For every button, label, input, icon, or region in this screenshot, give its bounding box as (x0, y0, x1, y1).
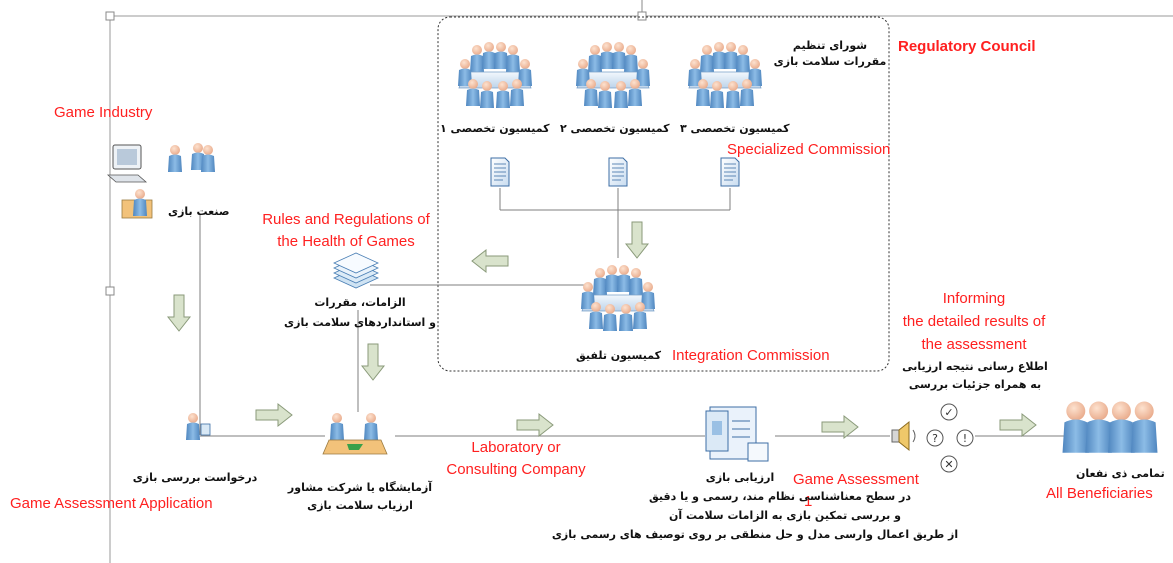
rules-fa-line2: و استانداردهای سلامت بازی (284, 316, 436, 329)
all-beneficiaries-label: All Beneficiaries (1046, 485, 1153, 502)
lab-label-line2: Consulting Company (446, 461, 586, 478)
specialized-commission-label: Specialized Commission (727, 141, 891, 158)
lab-fa-line1: آزمایشگاه یا شرکت مشاور (287, 481, 433, 494)
commission-1-fa-label: کمیسیون تخصصی ۱ (440, 122, 550, 135)
assessment-fa-line1: ارزیابی بازی (705, 471, 775, 484)
status-symbols: ✓ ? ! ✕ (926, 403, 974, 473)
right-arrow-to-beneficiaries (999, 413, 1037, 437)
regulatory-council-label: Regulatory Council (898, 38, 1036, 55)
status-exclamation-icon: ! (963, 432, 967, 445)
rules-label-line1: Rules and Regulations of (262, 211, 430, 228)
specialized-commission-2-meeting-icon (576, 42, 650, 108)
outer-frame (105, 0, 1173, 563)
status-check-icon: ✓ (944, 406, 953, 419)
integration-commission-meeting-icon (581, 265, 655, 331)
council-fa-line2: مقررات سلامت بازی (773, 55, 887, 68)
commission-3-fa-label: کمیسیون تخصصی ۳ (680, 122, 790, 135)
assessment-report-icon (705, 406, 769, 462)
lab-fa-line2: ارزیاب سلامت بازی (307, 499, 413, 512)
game-industry-fa-label: صنعت بازی (168, 205, 230, 218)
rules-fa-line1: الزامات، مقررات (314, 296, 406, 309)
assessment-fa-line2: در سطح معناشناسی نظام مند، رسمی و یا دقی… (649, 490, 911, 503)
all-beneficiaries-fa-label: تمامی ذی نفعان (1076, 467, 1165, 480)
person-icon (186, 413, 211, 440)
commission-1-document-icon (490, 157, 510, 187)
people-group-icon (1062, 401, 1158, 453)
game-industry-label: Game Industry (54, 104, 153, 121)
assessment-fa-line4: از طریق اعمال وارسی مدل و حل منطقی بر رو… (551, 528, 959, 541)
connector-lines (199, 188, 1065, 437)
commission-2-document-icon (608, 157, 628, 187)
status-question-icon: ? (932, 432, 938, 445)
commission-group-box (437, 16, 890, 372)
specialized-commission-1-meeting-icon (458, 42, 532, 108)
right-arrow-request-to-lab (255, 403, 293, 427)
handshake-icon (322, 413, 388, 455)
down-arrow-rules (361, 343, 385, 381)
regulatory-council-meeting-icon (688, 42, 762, 108)
right-arrow-assessment-to-speaker (821, 415, 859, 439)
request-fa-label: درخواست بررسی بازی (132, 471, 258, 484)
commission-3-document-icon (720, 157, 740, 187)
left-arrow-to-rules (471, 249, 509, 273)
informing-fa-line2: به همراه جزئیات بررسی (908, 378, 1042, 391)
game-assessment-footnote: 1 (804, 493, 813, 510)
down-arrow-to-integration (625, 221, 649, 259)
informing-label-line3: the assessment (921, 336, 1027, 353)
integration-commission-fa-label: کمیسیون تلفیق (576, 349, 662, 362)
rules-label-line2: the Health of Games (277, 233, 415, 250)
down-arrow-industry (167, 294, 191, 332)
right-arrow-lab-to-assessment (516, 413, 554, 437)
council-fa-line1: شورای تنظیم (792, 39, 868, 52)
integration-commission-label: Integration Commission (672, 347, 830, 364)
game-assessment-application-label: Game Assessment Application (10, 495, 213, 512)
informing-label-line2: the detailed results of (902, 313, 1046, 330)
computer-workstation-icon (106, 143, 215, 219)
speaker-icon (891, 420, 916, 452)
rules-stack-icon (333, 252, 379, 289)
informing-fa-line1: اطلاع رسانی نتیجه ارزیابی (902, 360, 1048, 373)
commission-2-fa-label: کمیسیون تخصصی ۲ (560, 122, 670, 135)
informing-label-line1: Informing (942, 290, 1006, 307)
assessment-fa-line3: و بررسی تمکین بازی به الزامات سلامت آن (669, 509, 901, 522)
game-assessment-label: Game Assessment (793, 471, 919, 488)
lab-label-line1: Laboratory or (471, 439, 561, 456)
status-cross-icon: ✕ (944, 458, 953, 471)
